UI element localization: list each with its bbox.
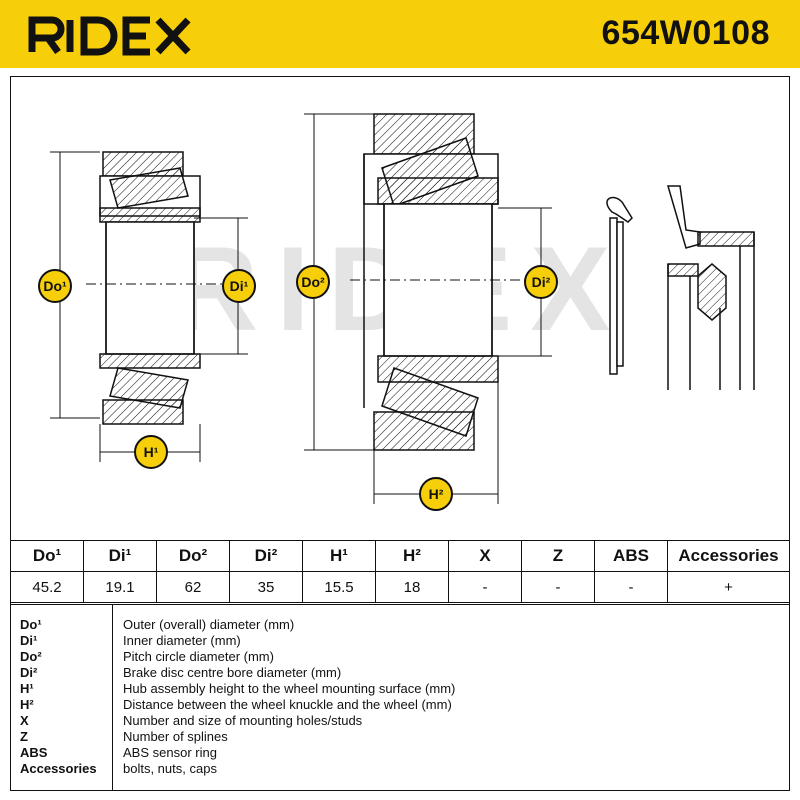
legend-desc: Hub assembly height to the wheel mountin… [123, 681, 456, 696]
technical-drawing: RIDEX [50, 113, 755, 504]
legend-row: Do¹ Outer (overall) diameter (mm) [10, 617, 790, 633]
legend-key: Accessories [20, 761, 97, 776]
legend-row: Accessories bolts, nuts, caps [10, 761, 790, 777]
spec-header-row: Do¹ Di¹ Do² Di² H¹ H² X Z ABS Accessorie… [10, 540, 790, 572]
ridex-logo [26, 8, 196, 65]
legend-key: Z [20, 729, 28, 744]
legend-key: Do¹ [20, 617, 42, 632]
legend-row: H² Distance between the wheel knuckle and… [10, 697, 790, 713]
bearing-diagram: RIDEX [0, 68, 800, 540]
legend-row: Di² Brake disc centre bore diameter (mm) [10, 665, 790, 681]
header-bar: 654W0108 [0, 0, 800, 68]
legend-desc: bolts, nuts, caps [123, 761, 217, 776]
header-cell: Di² [229, 540, 303, 572]
legend-desc: Brake disc centre bore diameter (mm) [123, 665, 342, 680]
legend-desc: Outer (overall) diameter (mm) [123, 617, 295, 632]
legend-desc: Inner diameter (mm) [123, 633, 241, 648]
header-cell: Di¹ [83, 540, 157, 572]
value-cell: 45.2 [10, 571, 84, 603]
legend-desc: Number of splines [123, 729, 228, 744]
value-cell: + [667, 571, 790, 603]
legend-row: H¹ Hub assembly height to the wheel mount… [10, 681, 790, 697]
value-cell: 19.1 [83, 571, 157, 603]
label-do1: Do¹ [38, 269, 72, 303]
value-cell: - [521, 571, 595, 603]
legend-row: ABS ABS sensor ring [10, 745, 790, 761]
header-cell: H² [375, 540, 449, 572]
value-cell: 62 [156, 571, 230, 603]
legend-desc: Distance between the wheel knuckle and t… [123, 697, 452, 712]
legend-row: Z Number of splines [10, 729, 790, 745]
legend-key: Di¹ [20, 633, 38, 648]
header-cell: H¹ [302, 540, 376, 572]
content-frame [10, 76, 790, 791]
header-cell: X [448, 540, 522, 572]
spec-values-row: 45.2 19.1 62 35 15.5 18 - - - + [10, 571, 790, 603]
part-number: 654W0108 [601, 14, 770, 52]
legend: Do¹ Outer (overall) diameter (mm) Di¹ Inne… [10, 604, 790, 791]
value-cell: 18 [375, 571, 449, 603]
legend-key: X [20, 713, 29, 728]
legend-row: X Number and size of mounting holes/studs [10, 713, 790, 729]
legend-key: H¹ [20, 681, 34, 696]
legend-row: Do² Pitch circle diameter (mm) [10, 649, 790, 665]
header-cell: Do¹ [10, 540, 84, 572]
large-bearing [363, 113, 499, 451]
header-cell: Do² [156, 540, 230, 572]
label-h1: H¹ [134, 435, 168, 469]
cotter-pin [606, 196, 633, 375]
do1-dimension [50, 151, 234, 419]
value-cell: - [594, 571, 668, 603]
legend-row: Di¹ Inner diameter (mm) [10, 633, 790, 649]
ridex-logo-graphic [28, 16, 191, 56]
legend-key: ABS [20, 745, 48, 760]
legend-desc: Number and size of mounting holes/studs [123, 713, 363, 728]
value-cell: 15.5 [302, 571, 376, 603]
label-di1: Di¹ [222, 269, 256, 303]
value-cell: 35 [229, 571, 303, 603]
legend-divider [112, 605, 113, 791]
spec-table: Do¹ Di¹ Do² Di² H¹ H² X Z ABS Accessorie… [10, 540, 790, 603]
header-cell: Z [521, 540, 595, 572]
legend-desc: ABS sensor ring [123, 745, 217, 760]
label-do2: Do² [296, 265, 330, 299]
legend-key: H² [20, 697, 34, 712]
header-cell: Accessories [667, 540, 790, 572]
header-cell: ABS [594, 540, 668, 572]
legend-key: Di² [20, 665, 38, 680]
label-h2: H² [419, 477, 453, 511]
seal-section [667, 185, 755, 390]
value-cell: - [448, 571, 522, 603]
small-bearing [99, 151, 201, 425]
legend-desc: Pitch circle diameter (mm) [123, 649, 274, 664]
legend-key: Do² [20, 649, 42, 664]
label-di2: Di² [524, 265, 558, 299]
